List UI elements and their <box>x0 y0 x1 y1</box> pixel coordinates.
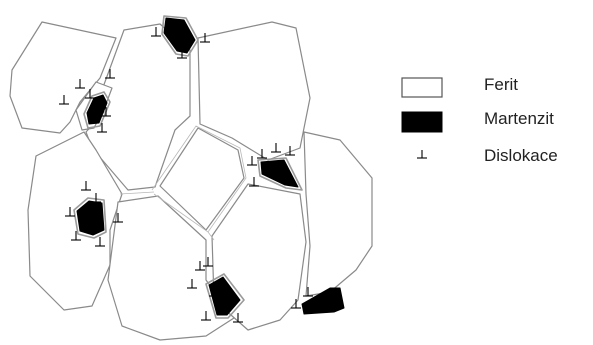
legend-martensite-swatch <box>402 112 442 132</box>
ferrite-grain <box>304 132 372 296</box>
legend-ferrite-label: Ferit <box>484 75 518 94</box>
dislocation-symbol <box>247 156 257 165</box>
legend-martensite-label: Martenzit <box>484 109 554 128</box>
legend: Ferit Martenzit Dislokace <box>402 75 558 165</box>
ferrite-grains <box>10 22 372 340</box>
legend-dislocation-label: Dislokace <box>484 146 558 165</box>
martensite-island <box>261 160 298 187</box>
legend-dislocation-symbol <box>417 150 427 158</box>
legend-ferrite-swatch <box>402 78 442 97</box>
